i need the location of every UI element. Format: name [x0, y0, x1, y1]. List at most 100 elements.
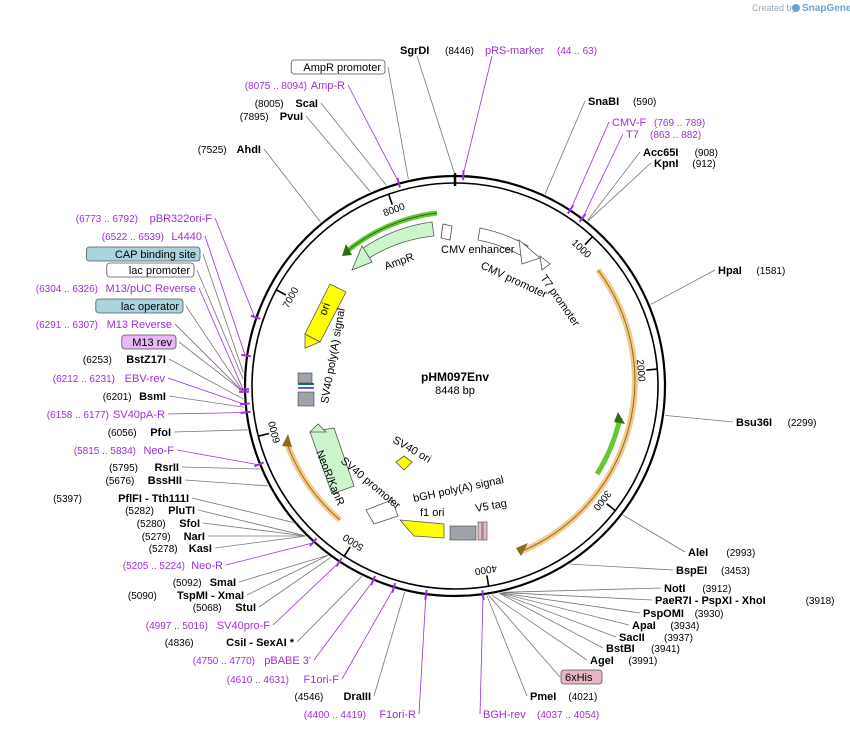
label-position: (3937) — [664, 633, 693, 644]
label-position: (7525) — [198, 145, 227, 156]
label-name: Neo-R — [191, 560, 223, 572]
label-sgrdi: SgrDI(8446) — [400, 45, 474, 57]
tick-label-7000: 7000 — [281, 285, 301, 310]
plasmid-size: 8448 bp — [435, 385, 475, 397]
leader-line — [178, 341, 244, 392]
tick-5000 — [343, 546, 351, 557]
label-position: (1581) — [756, 266, 785, 277]
label-position: (5092) — [173, 578, 202, 589]
label-bgh-rev: BGH-rev(4037 .. 4054) — [483, 709, 599, 721]
label-ampr-promoter: AmpR promoter — [290, 59, 386, 75]
label-name: PluTI — [168, 505, 195, 517]
label-ahdi: AhdI(7525) — [198, 144, 261, 156]
tick-label-6000: 6000 — [267, 419, 283, 444]
label-position: (908) — [695, 148, 718, 159]
label-acc65i: Acc65I(908) — [643, 147, 718, 159]
label-name: Neo-F — [143, 445, 174, 457]
label-neo-r: Neo-R(5205 .. 5224) — [123, 560, 223, 572]
plasmid-name: pHM097Env — [421, 370, 489, 384]
label-position: (4400 .. 4419) — [304, 710, 366, 721]
label-name: ApaI — [632, 620, 656, 632]
label-name: pBABE 3' — [264, 655, 311, 667]
label-position: (7895) — [240, 112, 269, 123]
label-position: (2993) — [726, 548, 755, 559]
label-ebv-rev: EBV-rev(6212 .. 6231) — [53, 373, 166, 385]
primer-mark — [370, 575, 376, 586]
primer-mark — [239, 402, 250, 406]
ori-arrowhead — [304, 333, 321, 349]
sv40-polya-box — [297, 372, 313, 384]
tick-7000 — [275, 289, 287, 296]
label-position: (5090) — [128, 591, 157, 602]
label-name: HpaI — [718, 265, 742, 277]
label-position: (4546) — [294, 692, 323, 703]
label-draiii: DraIII (4546) — [294, 691, 371, 703]
label-tspmi-xmai: TspMI - XmaI (5090) — [128, 590, 244, 602]
label-cmv-enhancer: CMV enhancer — [441, 244, 515, 256]
leader-line — [569, 563, 674, 571]
leader-line — [664, 414, 734, 423]
label-position: (3912) — [702, 584, 731, 595]
label-kpni: KpnI(912) — [654, 158, 716, 170]
label-position: (2299) — [788, 418, 817, 429]
label-name: lac promoter — [129, 265, 190, 277]
snapgene-logo-icon — [792, 4, 800, 12]
leader-line — [272, 562, 339, 626]
label-position: (3930) — [695, 609, 724, 620]
leader-line — [488, 595, 561, 678]
leader-line — [214, 535, 306, 549]
label-name: PvuI — [280, 111, 303, 123]
leader-line — [173, 429, 248, 433]
orf-green-arrow-right — [614, 412, 625, 424]
label-f1ori-r: F1ori-R(4400 .. 4419) — [304, 709, 416, 721]
leader-line — [167, 412, 245, 415]
cmv-promoter-arrow — [518, 239, 541, 265]
leader-line — [491, 594, 588, 661]
annotation-labels: SgrDI(8446)pRS-marker(44 .. 63)AmpR prom… — [36, 45, 835, 721]
leader-line — [503, 587, 662, 593]
orf-green-arrow-top — [342, 244, 352, 256]
leader-line — [168, 395, 245, 408]
lac-region-box — [297, 391, 315, 407]
label-name: PflFI - Tth111I — [118, 493, 189, 505]
primer-mark — [396, 177, 401, 188]
label-position: (44 .. 63) — [557, 46, 597, 57]
label-noti: NotI(3912) — [664, 583, 731, 595]
leader-line — [174, 323, 244, 393]
tick-label-8000: 8000 — [382, 201, 407, 219]
leader-line — [176, 449, 259, 466]
leader-line — [197, 509, 305, 537]
orf-orange-arrow-left — [282, 434, 292, 447]
leader-line — [296, 576, 363, 643]
tick-3000 — [606, 503, 616, 512]
leader-line — [204, 235, 246, 356]
label-position: (4610 .. 4631) — [227, 675, 289, 686]
label-position: (6253) — [83, 355, 112, 366]
label-pbabe-3: pBABE 3'(4750 .. 4770) — [193, 655, 311, 667]
label-rsrii: RsrII(5795) — [109, 462, 179, 474]
f1-ori-arrow — [399, 519, 445, 539]
label-name: M13/pUC Reverse — [106, 283, 196, 295]
brand-name: SnapGene — [802, 3, 850, 14]
primer-mark — [335, 557, 343, 567]
label-position: (5815 .. 5834) — [74, 446, 136, 457]
label-name: DraIII — [343, 691, 371, 703]
label-name: TspMI - XmaI — [177, 590, 244, 602]
label-position: (6304 .. 6326) — [36, 284, 98, 295]
label-bspei: BspEI(3453) — [676, 565, 750, 577]
label-pmei: PmeI(4021) — [530, 691, 597, 703]
leader-line — [499, 592, 604, 649]
tick-label-5000: 5000 — [341, 531, 366, 553]
tick-label-1000: 1000 — [569, 238, 593, 261]
leader-line — [462, 55, 493, 175]
label-name: KasI — [189, 543, 212, 555]
leader-line — [373, 591, 406, 697]
orf-orange-arc-right — [518, 268, 638, 555]
leader-line — [500, 592, 641, 614]
label-lac-operator: lac operator — [95, 298, 184, 314]
label-position: (6056) — [108, 428, 137, 439]
orf-orange-arrow-right — [516, 543, 528, 556]
leader-line — [185, 305, 244, 392]
label-m13-reverse: M13 Reverse(6291 .. 6307) — [36, 319, 172, 331]
leader-line — [184, 479, 269, 487]
